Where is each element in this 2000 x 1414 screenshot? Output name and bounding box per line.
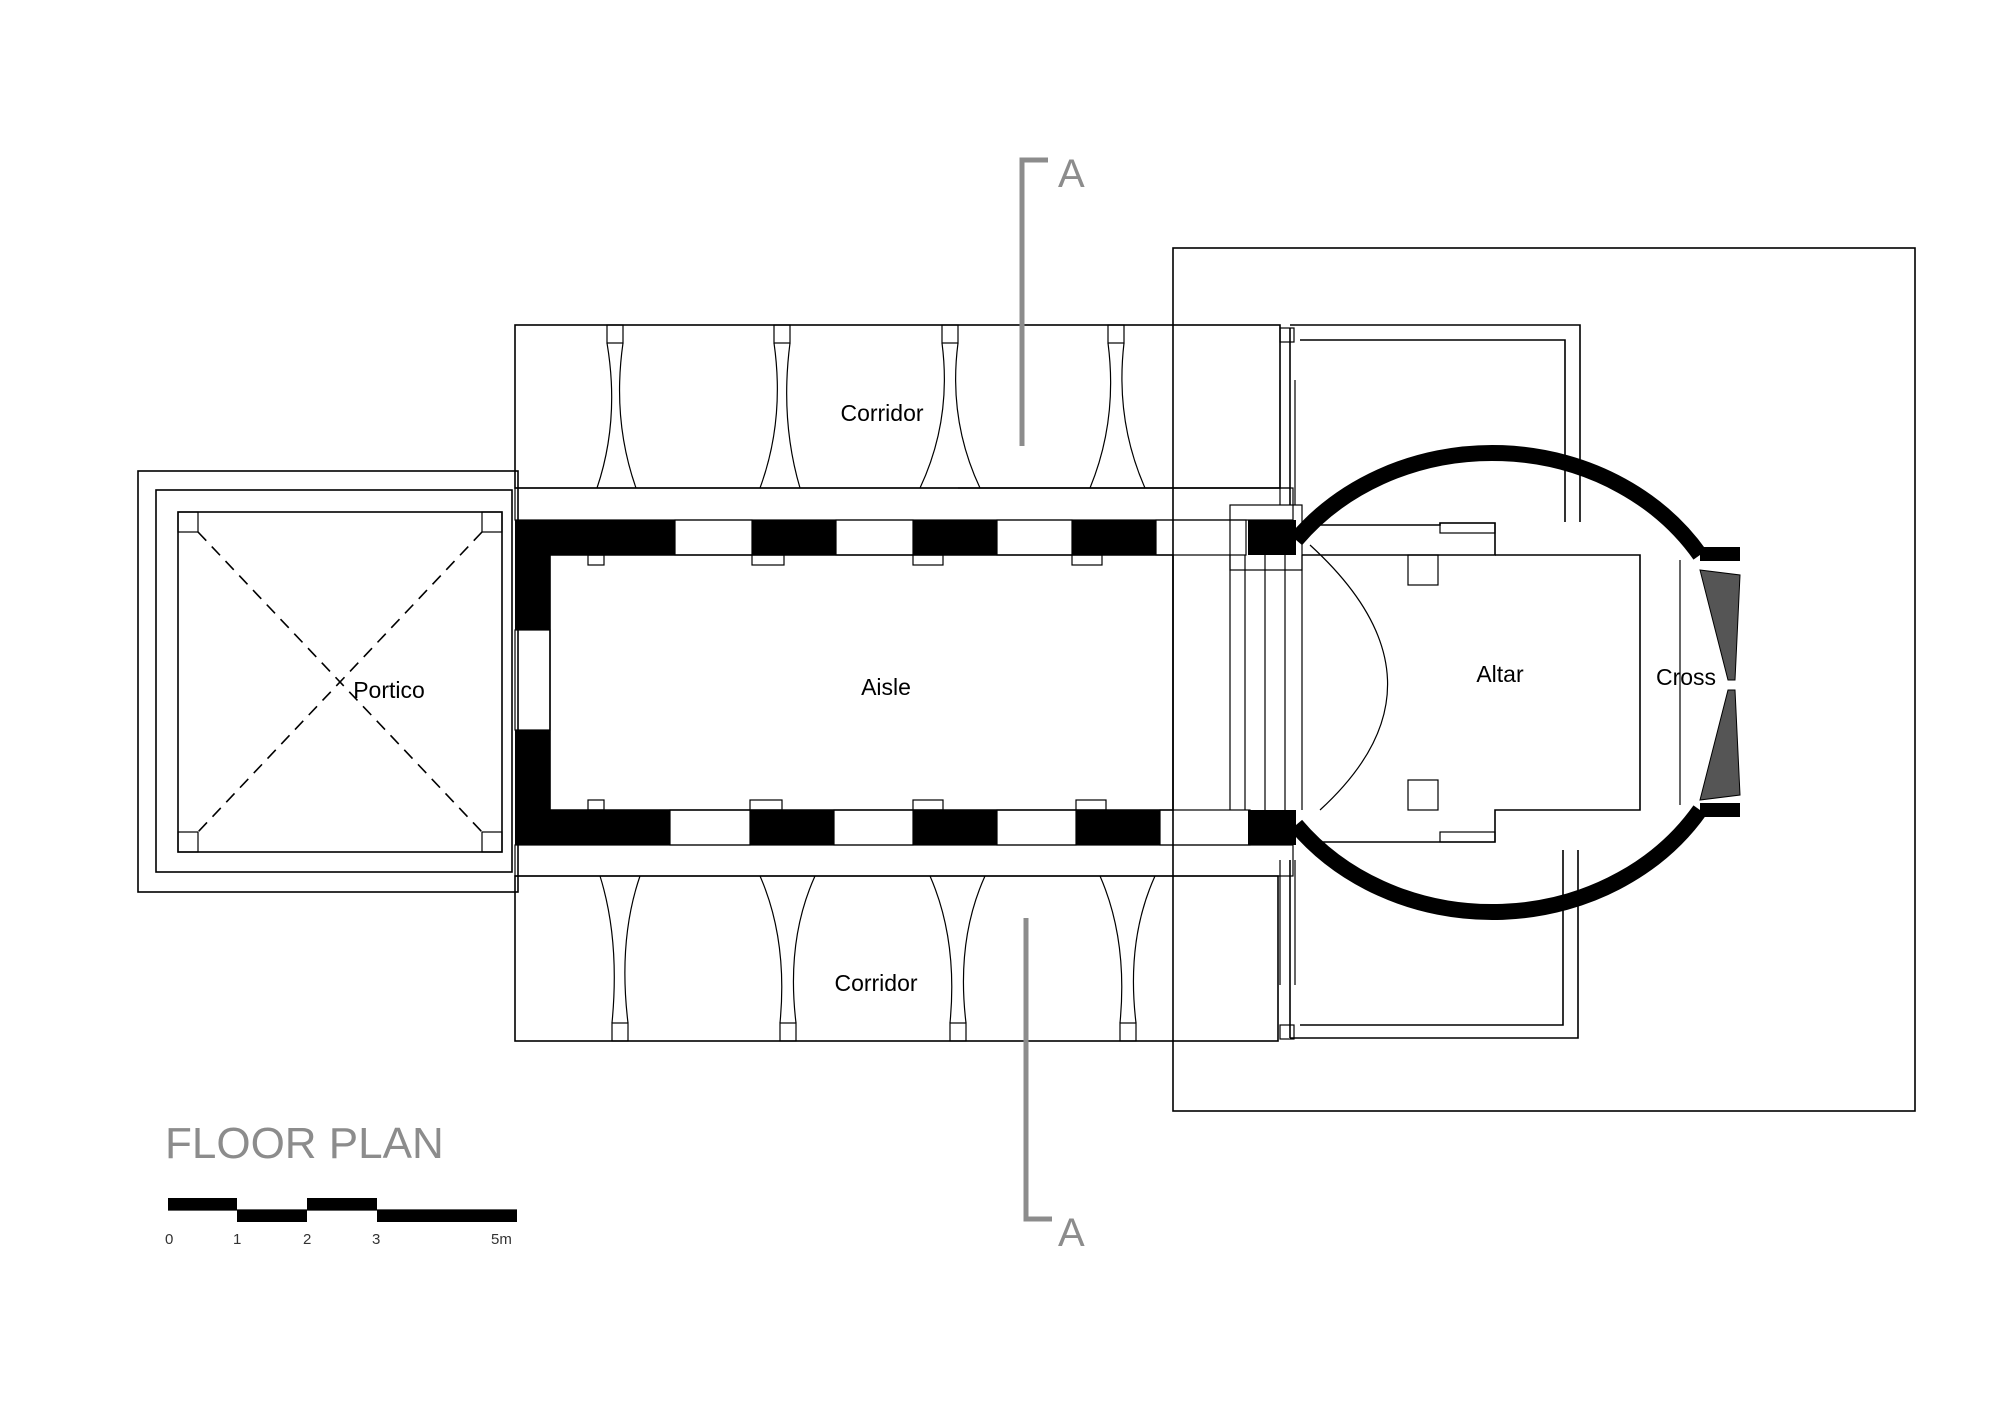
scale-tick-2: 2 — [303, 1231, 311, 1248]
portico-structure — [137, 470, 519, 893]
scale-tick-0: 0 — [165, 1231, 173, 1248]
south-corridor-structure — [514, 875, 1279, 1042]
section-cut-bottom — [1023, 918, 1052, 1222]
apse-walls — [1248, 444, 1741, 921]
room-label-altar: Altar — [1476, 661, 1524, 687]
room-label-corridor-north: Corridor — [840, 400, 923, 426]
scale-tick-1: 1 — [233, 1231, 241, 1248]
apse-courtyard-walls — [1279, 324, 1581, 1040]
room-label-portico: Portico — [353, 677, 425, 703]
section-label-top: A — [1058, 152, 1085, 196]
section-label-bottom: A — [1058, 1211, 1085, 1255]
altar-steps — [1229, 504, 1303, 810]
room-label-corridor-south: Corridor — [834, 970, 917, 996]
scale-tick-3: 3 — [372, 1231, 380, 1248]
room-label-cross: Cross — [1656, 664, 1716, 690]
site-boundary — [1172, 247, 1916, 1112]
scale-tick-5m: 5m — [491, 1231, 512, 1248]
room-label-aisle: Aisle — [861, 674, 911, 700]
section-cut-top — [1019, 157, 1048, 446]
scale-bar — [168, 1198, 517, 1222]
drawing-title: FLOOR PLAN — [165, 1119, 444, 1168]
nave-walls — [514, 487, 1294, 877]
